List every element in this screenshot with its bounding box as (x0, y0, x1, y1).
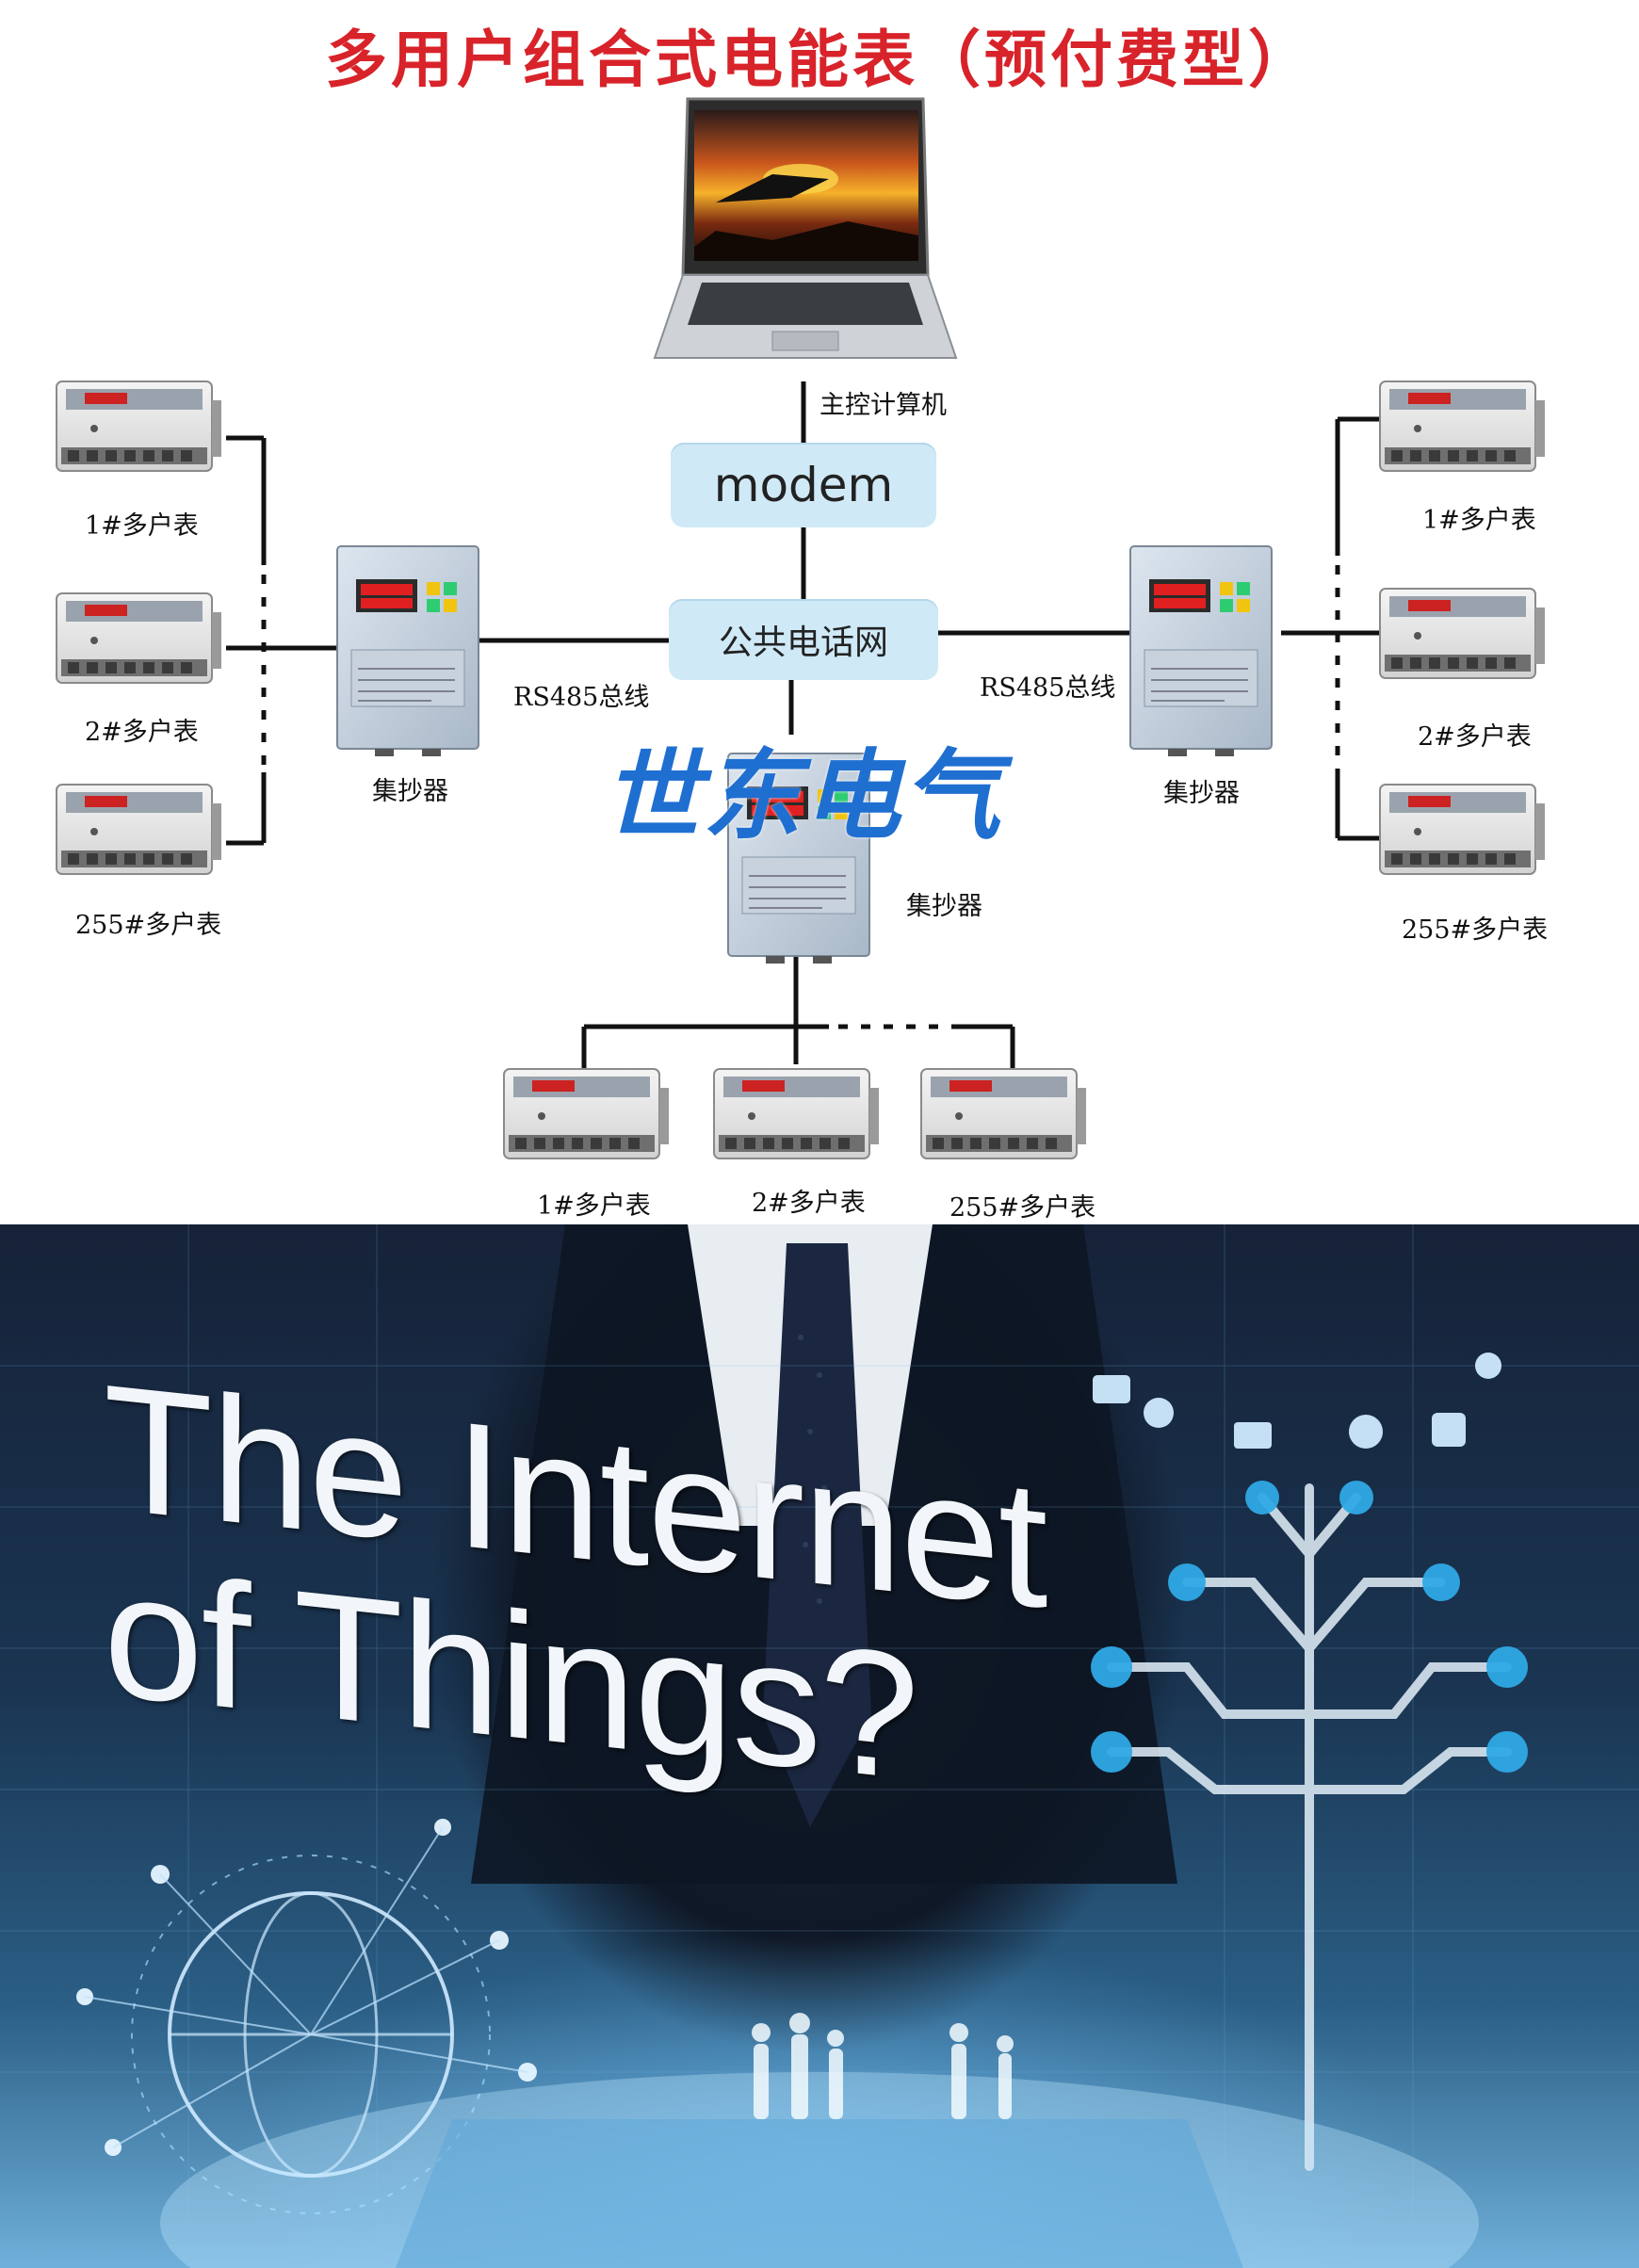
rs485-right-label: RS485总线 (980, 673, 1116, 703)
bottom-meter-label: 1#多户表 (537, 1191, 651, 1221)
iot-banner-image: The Internet of Things? (0, 1224, 1639, 2268)
page-title: 多用户组合式电能表（预付费型） (325, 24, 1314, 96)
bottom-meter-label: 255#多户表 (949, 1193, 1096, 1223)
left-meter-label: 1#多户表 (85, 511, 199, 541)
ellipsis-dashes (261, 565, 1340, 1029)
right-meter-label: 255#多户表 (1402, 915, 1549, 945)
concentrator-device (336, 545, 479, 757)
bottom-meter-label: 2#多户表 (752, 1189, 866, 1218)
computer-label: 主控计算机 (820, 391, 947, 420)
pstn-label: 公共电话网 (718, 624, 888, 662)
modem-box: modem (671, 443, 936, 527)
meter-device (56, 381, 222, 472)
left-meter-label: 255#多户表 (75, 911, 222, 940)
meter-device (56, 592, 222, 684)
circuit-tree (1107, 1483, 1512, 2171)
rs485-left-label: RS485总线 (513, 683, 650, 712)
left-meter-label: 2#多户表 (85, 718, 199, 747)
connection-lines (226, 381, 1385, 1069)
iot-illustration (0, 1224, 1639, 2268)
pstn-box: 公共电话网 (669, 599, 938, 680)
meter-device (503, 1068, 670, 1159)
meter-device (1379, 588, 1546, 679)
right-meter-label: 1#多户表 (1422, 506, 1536, 535)
concentrator-left-label: 集抄器 (372, 777, 448, 806)
concentrator-bottom-label: 集抄器 (906, 892, 982, 921)
meter-device (1379, 381, 1546, 472)
concentrator-right-label: 集抄器 (1163, 779, 1240, 808)
brand-watermark: 世东电气 (603, 738, 1003, 853)
social-icons (1091, 1481, 1528, 1773)
meter-device (920, 1068, 1087, 1159)
modem-label: modem (713, 458, 894, 512)
meter-device (1379, 784, 1546, 875)
meter-device (56, 784, 222, 875)
people-silhouettes (752, 2013, 1014, 2119)
laptop-computer (653, 97, 958, 359)
meter-device (713, 1068, 880, 1159)
right-meter-label: 2#多户表 (1418, 722, 1532, 752)
concentrator-device (1129, 545, 1273, 757)
network-diagram (56, 97, 1546, 1159)
